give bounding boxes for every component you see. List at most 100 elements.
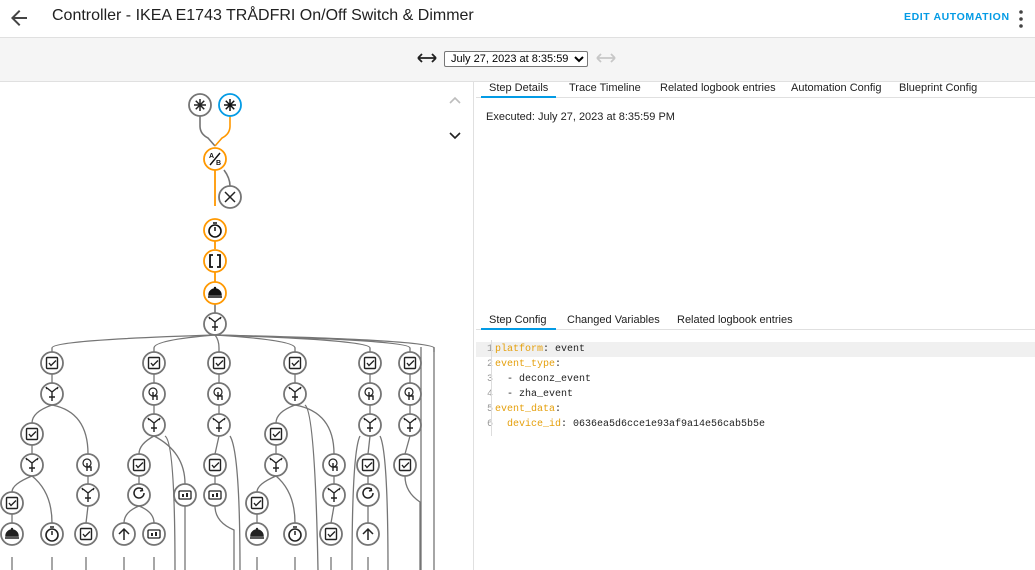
chevron-down-icon[interactable] — [448, 131, 462, 141]
graph-node-branch[interactable] — [358, 413, 382, 437]
graph-node-condition[interactable] — [20, 422, 44, 446]
graph-node-condition[interactable] — [207, 351, 231, 375]
graph-node-timer[interactable] — [40, 522, 64, 546]
graph-node-condition[interactable] — [356, 453, 380, 477]
graph-node-branch[interactable] — [207, 413, 231, 437]
graph-node-event[interactable] — [0, 522, 24, 546]
graph-node-condition[interactable] — [283, 351, 307, 375]
graph-node-branch[interactable] — [203, 312, 227, 336]
condition-icon — [363, 356, 377, 370]
code-line: 2 event_type: — [476, 357, 1035, 372]
chevron-up-icon[interactable] — [448, 95, 462, 105]
graph-node-branch[interactable] — [264, 453, 288, 477]
back-arrow-icon[interactable] — [7, 6, 31, 30]
condition-icon — [132, 458, 146, 472]
event-icon — [5, 527, 19, 539]
graph-node-branch[interactable] — [322, 483, 346, 507]
graph-node-tap[interactable] — [398, 382, 422, 406]
tab-blueprint-config[interactable]: Blueprint Config — [899, 82, 978, 94]
graph-node-condition[interactable] — [40, 351, 64, 375]
graph-node-timer[interactable] — [283, 522, 307, 546]
graph-node-event[interactable] — [203, 281, 227, 305]
graph-node-condition[interactable] — [142, 351, 166, 375]
graph-node-device[interactable] — [203, 483, 227, 507]
graph-node-repeat[interactable] — [356, 483, 380, 507]
condition-icon — [288, 356, 302, 370]
graph-node-trigger[interactable] — [218, 93, 242, 117]
graph-node-tap[interactable] — [76, 453, 100, 477]
more-vert-icon[interactable] — [1015, 9, 1027, 29]
code-text: - deconz_event — [495, 372, 591, 387]
tab-related-logbook[interactable]: Related logbook entries — [660, 82, 776, 94]
graph-node-device[interactable] — [142, 522, 166, 546]
graph-node-branch[interactable] — [76, 483, 100, 507]
repeat-icon — [362, 487, 374, 499]
graph-node-stop[interactable] — [218, 185, 242, 209]
graph-node-trigger[interactable] — [188, 93, 212, 117]
tab-related-logbook-entries[interactable]: Related logbook entries — [677, 314, 793, 326]
graph-connector — [164, 435, 176, 570]
tap-icon — [328, 458, 338, 471]
code-sep: : — [555, 359, 562, 370]
edit-automation-button[interactable]: EDIT AUTOMATION — [904, 11, 1010, 23]
graph-node-condition[interactable] — [358, 351, 382, 375]
graph-node-condition[interactable] — [245, 491, 269, 515]
device-icon — [147, 529, 161, 539]
stop-icon — [224, 191, 236, 203]
timer-icon — [45, 526, 59, 542]
graph-node-tap[interactable] — [207, 382, 231, 406]
graph-node-condition[interactable] — [393, 453, 417, 477]
newer-trace-icon[interactable] — [596, 52, 616, 64]
svg-text:B: B — [216, 160, 221, 167]
condition-icon — [398, 458, 412, 472]
graph-node-condition[interactable] — [398, 351, 422, 375]
tab-step-details[interactable]: Step Details — [489, 82, 549, 94]
branch-icon — [212, 417, 226, 432]
active-tab-indicator — [481, 96, 556, 98]
tab-changed-variables[interactable]: Changed Variables — [567, 314, 660, 326]
graph-node-tap[interactable] — [142, 382, 166, 406]
graph-node-branch[interactable] — [142, 413, 166, 437]
graph-node-condition[interactable] — [0, 491, 24, 515]
graph-node-event[interactable] — [245, 522, 269, 546]
older-trace-icon[interactable] — [417, 52, 437, 64]
graph-node-branch[interactable] — [283, 382, 307, 406]
graph-node-condition[interactable] — [319, 522, 343, 546]
code-sep: : — [555, 404, 562, 415]
graph-connector — [138, 505, 155, 524]
graph-node-condition[interactable] — [264, 422, 288, 446]
graph-node-repeat[interactable] — [127, 483, 151, 507]
code-value: - zha_event — [495, 389, 574, 400]
graph-connector — [31, 475, 53, 524]
graph-node-variables[interactable] — [203, 249, 227, 273]
tap-icon — [148, 387, 158, 400]
graph-connector — [123, 505, 140, 524]
graph-node-choose[interactable]: AB — [203, 147, 227, 171]
graph-node-branch[interactable] — [40, 382, 64, 406]
trace-graph: AB — [0, 93, 435, 570]
graph-node-condition[interactable] — [74, 522, 98, 546]
code-value: - deconz_event — [495, 374, 592, 385]
tab-step-config[interactable]: Step Config — [489, 314, 547, 326]
graph-node-device[interactable] — [173, 483, 197, 507]
graph-connector — [351, 435, 361, 570]
branch-icon — [25, 457, 39, 472]
code-gutter-divider — [491, 340, 492, 436]
graph-node-condition[interactable] — [203, 453, 227, 477]
graph-node-branch[interactable] — [20, 453, 44, 477]
graph-node-branch[interactable] — [398, 413, 422, 437]
detail-tabs: Step Details Trace Timeline Related logb… — [476, 82, 1035, 98]
tab-automation-config[interactable]: Automation Config — [791, 82, 882, 94]
graph-node-tap[interactable] — [322, 453, 346, 477]
graph-node-tap[interactable] — [358, 382, 382, 406]
graph-node-up-arrow[interactable] — [356, 522, 380, 546]
graph-connector — [51, 404, 89, 455]
graph-node-timer[interactable] — [203, 218, 227, 242]
tap-icon — [404, 387, 414, 400]
tab-trace-timeline[interactable]: Trace Timeline — [569, 82, 641, 94]
graph-node-up-arrow[interactable] — [112, 522, 136, 546]
graph-node-condition[interactable] — [127, 453, 151, 477]
trace-select[interactable]: July 27, 2023 at 8:35:59 PM — [444, 51, 588, 67]
choose-icon: AB — [209, 152, 221, 167]
graph-connector — [304, 404, 319, 570]
